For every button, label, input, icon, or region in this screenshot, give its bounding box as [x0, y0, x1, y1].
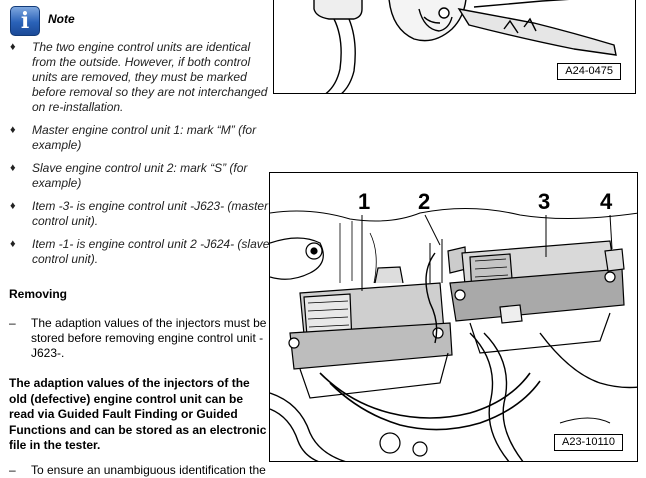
- dash-bullet-icon: –: [9, 316, 16, 330]
- diamond-bullet-icon: ♦: [10, 200, 16, 212]
- diamond-bullet-icon: ♦: [10, 124, 16, 136]
- callout-4: 4: [600, 189, 613, 214]
- figure-id-label: A23-10110: [553, 434, 623, 451]
- note-bullet-text: Slave engine control unit 2: mark “S” (f…: [32, 161, 248, 190]
- list-item: ♦ Slave engine control unit 2: mark “S” (…: [8, 161, 273, 191]
- diamond-bullet-icon: ♦: [10, 238, 16, 250]
- engine-bay-illustration: [270, 207, 637, 461]
- diamond-bullet-icon: ♦: [10, 162, 16, 174]
- note-bullet-text: The two engine control units are identic…: [32, 40, 268, 114]
- list-item: ♦ Item -3- is engine control unit -J623- …: [8, 199, 273, 229]
- callout-2: 2: [418, 189, 431, 214]
- adaption-values-paragraph: The adaption values of the injectors of …: [9, 376, 267, 452]
- removing-step: – The adaption values of the injectors m…: [9, 316, 271, 361]
- pliers-illustration: [313, 0, 617, 93]
- removing-step-text: The adaption values of the injectors mus…: [31, 316, 267, 360]
- note-bullet-text: Item -3- is engine control unit -J623- (…: [32, 199, 269, 228]
- note-bullet-list: ♦ The two engine control units are identi…: [8, 40, 273, 275]
- info-note-icon: i: [10, 6, 40, 36]
- figure-id-label: A24-0475: [557, 63, 621, 80]
- figure-pliers: A24-0475: [273, 0, 636, 94]
- note-heading: Note: [48, 12, 75, 26]
- dash-bullet-icon: –: [9, 463, 16, 477]
- next-step-text: To ensure an unambiguous identification …: [31, 463, 266, 477]
- note-bullet-text: Item -1- is engine control unit 2 -J624-…: [32, 237, 270, 266]
- list-item: ♦ Master engine control unit 1: mark “M” …: [8, 123, 273, 153]
- list-item: ♦ The two engine control units are identi…: [8, 40, 273, 115]
- list-item: ♦ Item -1- is engine control unit 2 -J624…: [8, 237, 273, 267]
- diamond-bullet-icon: ♦: [10, 41, 16, 53]
- note-bullet-text: Master engine control unit 1: mark “M” (…: [32, 123, 257, 152]
- next-step: – To ensure an unambiguous identificatio…: [9, 463, 271, 478]
- callout-3: 3: [538, 189, 551, 214]
- removing-heading: Removing: [9, 287, 68, 301]
- callout-1: 1: [358, 189, 371, 214]
- figure-engine-control-units: 1 2 3 4 A23-10110: [269, 172, 638, 462]
